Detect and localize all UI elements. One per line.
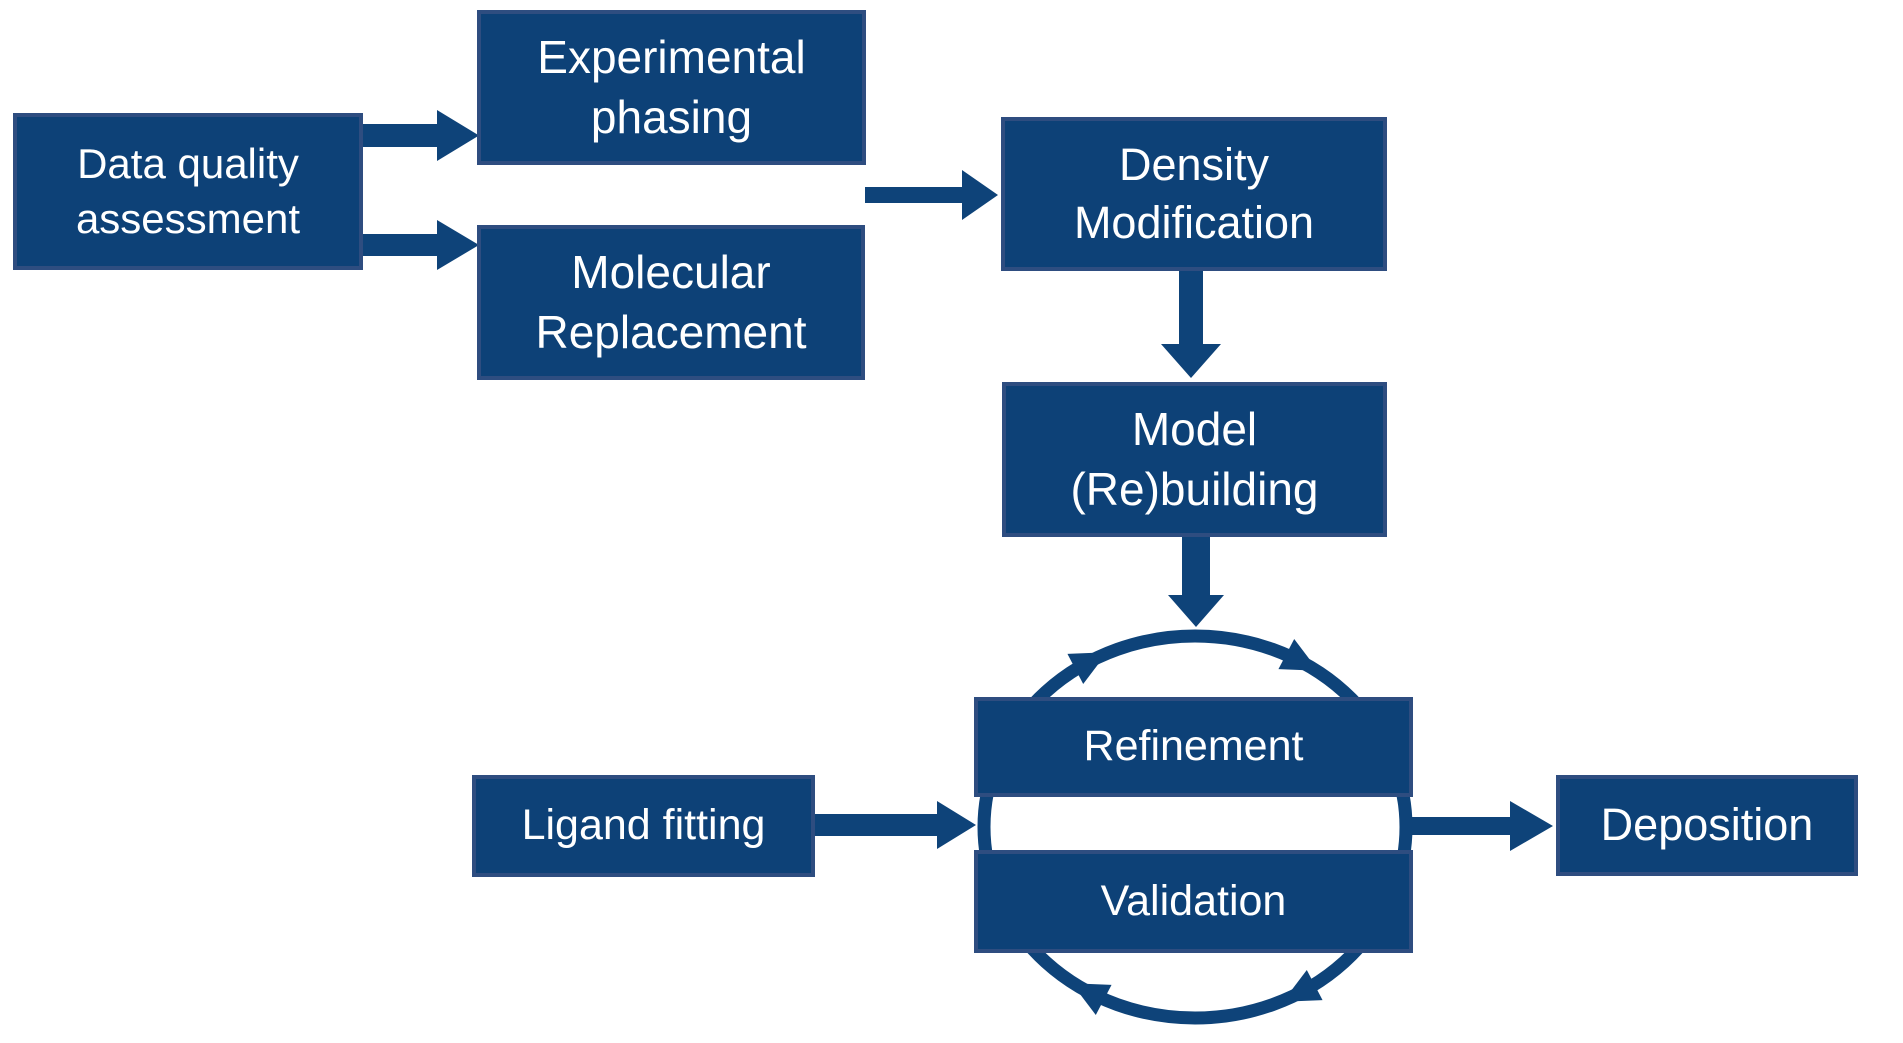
node-label: phasing [590,90,753,143]
node-label: Ligand fitting [521,801,766,850]
cycle-arrowhead-top-left-icon [1067,652,1108,684]
node-validation: Validation [974,850,1413,953]
node-model-rebuilding: Model (Re)building [1002,382,1387,537]
arrow-to-density-modification-icon [865,170,998,220]
cycle-arrowhead-top-right-icon [1278,639,1319,671]
node-density-modification: Density Modification [1001,117,1387,271]
arrow-model-to-cycle-icon [1168,536,1224,627]
node-label: Replacement [535,305,807,358]
node-label: Data quality [77,139,299,187]
arrow-cycle-to-deposition-icon [1412,801,1553,851]
node-data-quality-assessment: Data quality assessment [13,113,363,270]
arrow-ligand-to-cycle-icon [815,801,976,849]
node-label: assessment [75,194,301,242]
node-label: (Re)building [1070,462,1319,515]
node-refinement: Refinement [974,697,1413,797]
node-label: Validation [1100,876,1287,925]
node-label: Refinement [1083,722,1304,771]
node-ligand-fitting: Ligand fitting [472,775,815,877]
node-deposition: Deposition [1556,775,1858,876]
node-label: Experimental [537,30,806,83]
node-experimental-phasing: Experimental phasing [477,10,866,165]
cycle-arrowhead-bottom-left-icon [1071,983,1112,1015]
arrow-density-to-model-icon [1161,271,1221,378]
cycle-ring [977,629,1413,1025]
arrow-dataquality-to-mr-icon [363,220,479,270]
node-label: Deposition [1600,799,1814,851]
node-label: Modification [1073,197,1315,248]
cycle-arrowhead-bottom-right-icon [1282,970,1323,1002]
node-label: Density [1118,138,1270,190]
node-label: Model [1131,402,1258,455]
node-molecular-replacement: Molecular Replacement [477,225,865,380]
node-label: Molecular [571,245,771,298]
arrow-dataquality-to-phasing-icon [363,110,479,161]
